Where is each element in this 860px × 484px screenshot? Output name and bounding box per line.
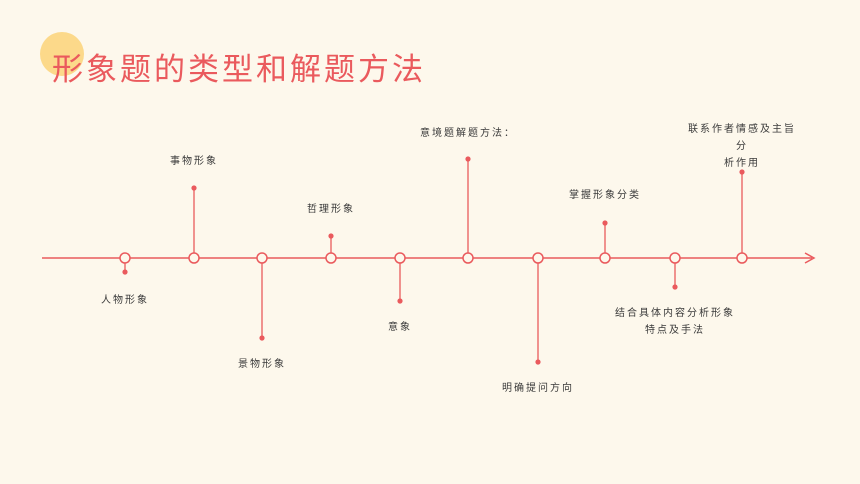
timeline-node-8 [599, 252, 611, 264]
node-endpoint-8 [602, 220, 608, 226]
timeline-node-10 [736, 252, 748, 264]
page-title: 形象题的类型和解题方法 [52, 52, 426, 88]
label-node-10: 联系作者情感及主旨分 析作用 [688, 124, 796, 169]
timeline-node-2 [188, 252, 200, 264]
label-node-4: 哲理形象 [307, 204, 355, 215]
node-endpoint-6 [465, 156, 471, 162]
node-endpoint-2 [191, 185, 197, 191]
label-node-9: 结合具体内容分析形象 特点及手法 [615, 308, 735, 336]
label-node-1: 人物形象 [101, 295, 149, 306]
timeline-node-5 [394, 252, 406, 264]
label-node-5: 意象 [388, 322, 412, 333]
label-node-6: 意境题解题方法： [420, 128, 516, 139]
node-endpoint-3 [259, 335, 265, 341]
timeline-node-7 [532, 252, 544, 264]
timeline-node-9 [669, 252, 681, 264]
node-endpoint-4 [328, 233, 334, 239]
node-endpoint-5 [397, 298, 403, 304]
node-endpoint-1 [122, 269, 128, 275]
label-node-3: 景物形象 [238, 359, 286, 370]
timeline-node-6 [462, 252, 474, 264]
timeline-node-4 [325, 252, 337, 264]
timeline-node-1 [119, 252, 131, 264]
label-node-8: 掌握形象分类 [569, 190, 641, 201]
decorative-circle [40, 32, 84, 76]
node-endpoint-7 [535, 359, 541, 365]
node-endpoint-10 [739, 169, 745, 175]
node-endpoint-9 [672, 284, 678, 290]
timeline-node-3 [256, 252, 268, 264]
timeline-arrow-head [804, 252, 816, 264]
label-node-2: 事物形象 [170, 156, 218, 167]
label-node-7: 明确提问方向 [502, 383, 574, 394]
